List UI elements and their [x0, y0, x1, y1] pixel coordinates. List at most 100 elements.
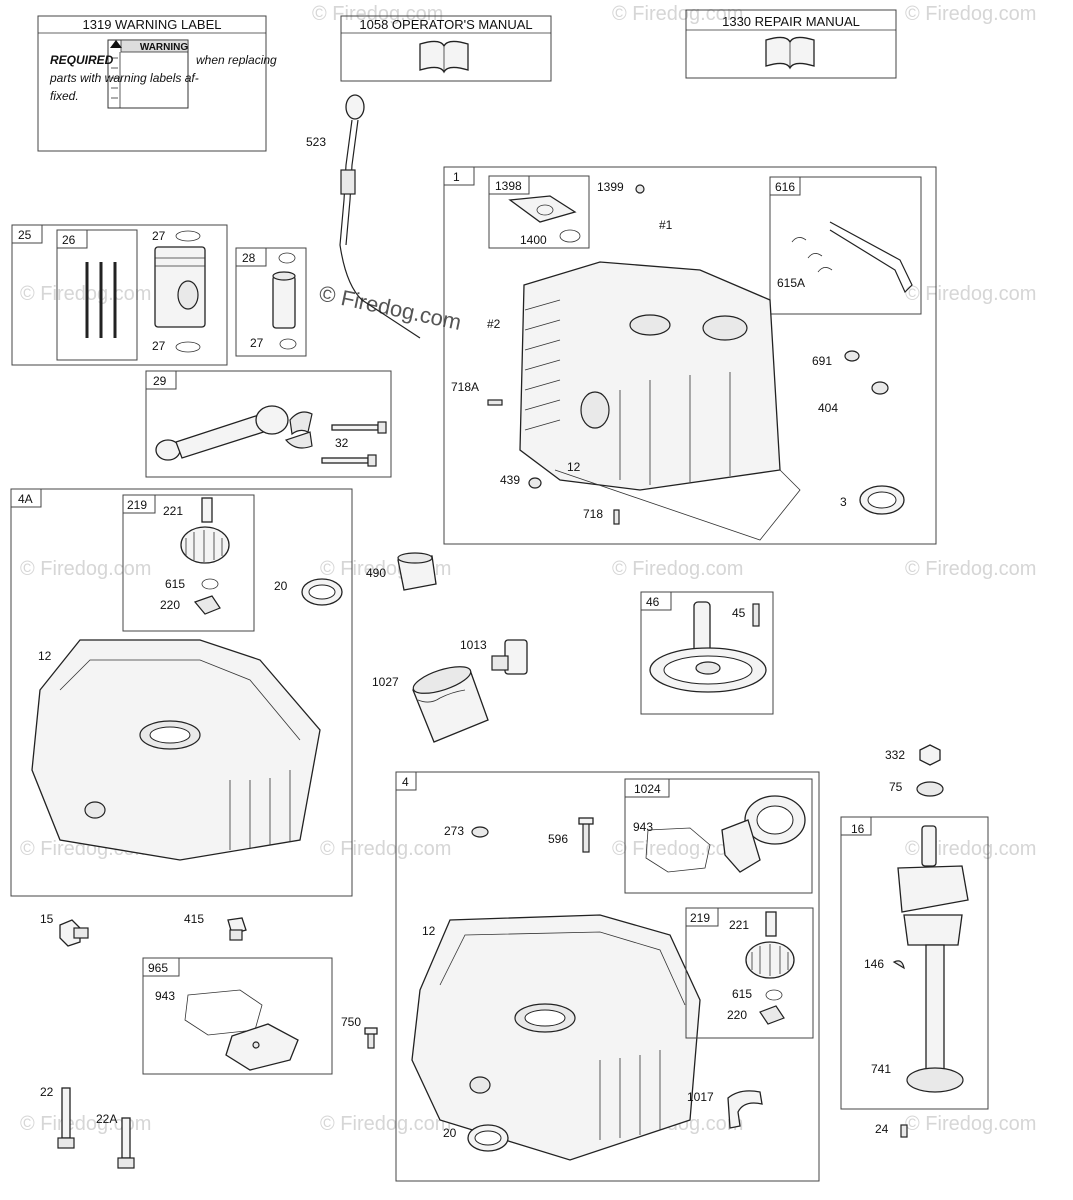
crankshaft — [897, 825, 969, 1093]
part-label-1399: 1399 — [597, 180, 624, 194]
part-label-27: 27 — [152, 229, 166, 243]
part-label-12: 12 — [38, 649, 52, 663]
loose-parts[interactable]: 15 415 965 943 750 22 22A — [40, 912, 378, 1169]
watermark: © Firedog.com — [320, 838, 451, 860]
book-icon — [765, 36, 815, 70]
watermark: © Firedog.com — [612, 838, 743, 860]
part-label-221: 221 — [729, 918, 749, 932]
part-label-220: 220 — [160, 598, 180, 612]
group-4[interactable]: 4 273 596 1024 943 12 21 — [395, 771, 820, 1182]
part-label-718: 718 — [583, 507, 603, 521]
watermark: © Firedog.com — [612, 558, 743, 580]
part-label-691: 691 — [812, 354, 832, 368]
warning-label-title: 1319 WARNING LABEL — [83, 17, 222, 32]
part-label-750: 750 — [341, 1015, 361, 1029]
part-label-615A: 615A — [777, 276, 805, 290]
pin-part — [900, 1124, 908, 1138]
part-label-15: 15 — [40, 912, 54, 926]
part-label-220: 220 — [727, 1008, 747, 1022]
book-icon — [419, 40, 469, 74]
watermark: © Firedog.com — [20, 1113, 151, 1135]
warning-text-line2: parts with warning labels af- — [49, 71, 199, 85]
watermark: © Firedog.com — [905, 1113, 1036, 1135]
part-label-32: 32 — [335, 436, 349, 450]
bolts — [321, 421, 387, 467]
group-tab-28: 28 — [242, 251, 256, 265]
part-label-22: 22 — [40, 1085, 54, 1099]
part-label-3: 3 — [840, 495, 847, 509]
group-25[interactable]: 25 26 27 27 — [11, 224, 228, 366]
part-label-273: 273 — [444, 824, 464, 838]
watermark: © Firedog.com — [905, 3, 1036, 25]
repair-manual-box[interactable]: 1330 REPAIR MANUAL — [685, 9, 897, 79]
group-16[interactable]: 16 146 741 — [840, 816, 989, 1110]
oil-filter — [412, 666, 489, 743]
group-tab-965: 965 — [148, 961, 168, 975]
part-label-615: 615 — [165, 577, 185, 591]
group-28[interactable]: 28 27 — [235, 247, 307, 357]
part-label-332: 332 — [885, 748, 905, 762]
piston-rings — [85, 262, 117, 338]
part-label-1013: 1013 — [460, 638, 487, 652]
part-label-615: 615 — [732, 987, 752, 1001]
group-tab-4: 4 — [402, 775, 409, 789]
sump-cover — [411, 914, 701, 1161]
part-label-1027: 1027 — [372, 675, 399, 689]
watermark: © Firedog.com — [905, 283, 1036, 305]
crankcase-block — [519, 261, 801, 541]
part-label-20: 20 — [274, 579, 288, 593]
watermark: © Firedog.com — [312, 3, 443, 25]
part-label-596: 596 — [548, 832, 568, 846]
part-label-75: 75 — [889, 780, 903, 794]
part-label-1400: 1400 — [520, 233, 547, 247]
part-label-45: 45 — [732, 606, 746, 620]
part-label-943: 943 — [155, 989, 175, 1003]
group-tab-16: 16 — [851, 822, 865, 836]
part-label-20: 20 — [443, 1126, 457, 1140]
group-tab-29: 29 — [153, 374, 167, 388]
group-tab-219: 219 — [690, 911, 710, 925]
part-label-943: 943 — [633, 820, 653, 834]
crankshaft-fasteners[interactable]: 332 75 — [885, 744, 944, 797]
part-label-27: 27 — [152, 339, 166, 353]
watermark: © Firedog.com — [20, 558, 151, 580]
warning-required: REQUIRED — [50, 53, 114, 67]
dipstick-part[interactable]: 523 — [306, 94, 421, 339]
watermark: © Firedog.com — [905, 838, 1036, 860]
watermark: © Firedog.com — [905, 558, 1036, 580]
part-label-718A: 718A — [451, 380, 479, 394]
oil-filter-parts[interactable]: 490 1013 1027 — [366, 552, 528, 743]
part-label-2: #2 — [487, 317, 501, 331]
part-label-27: 27 — [250, 336, 264, 350]
operators-manual-title: 1058 OPERATOR'S MANUAL — [359, 17, 532, 32]
group-tab-616: 616 — [775, 180, 795, 194]
part-label-12: 12 — [567, 460, 581, 474]
part-label-404: 404 — [818, 401, 838, 415]
part-label-221: 221 — [163, 504, 183, 518]
group-29[interactable]: 29 32 — [145, 370, 392, 478]
operators-manual-box[interactable]: 1058 OPERATOR'S MANUAL — [340, 15, 552, 82]
part-label-523: 523 — [306, 135, 326, 149]
group-4A[interactable]: 4A 219 221 615 220 20 12 — [10, 488, 353, 897]
watermark: © Firedog.com — [320, 1113, 451, 1135]
part-label-22A: 22A — [96, 1112, 117, 1126]
part-label-12: 12 — [422, 924, 436, 938]
warning-label-box[interactable]: 1319 WARNING LABEL WARNING REQUIRED when… — [37, 15, 277, 152]
warning-text-line3: fixed. — [50, 89, 79, 103]
warning-text-line1: when replacing — [196, 53, 277, 67]
group-tab-26: 26 — [62, 233, 76, 247]
group-tab-46: 46 — [646, 595, 660, 609]
group-tab-1024: 1024 — [634, 782, 661, 796]
part-label-1: #1 — [659, 218, 673, 232]
part-label-1017: 1017 — [687, 1090, 714, 1104]
connecting-rod — [155, 405, 313, 461]
part-label-415: 415 — [184, 912, 204, 926]
group-1[interactable]: 1 1398 1400 1399 616 615A #1 #2 — [443, 166, 937, 545]
group-46[interactable]: 46 45 — [640, 591, 774, 715]
group-tab-1: 1 — [453, 170, 460, 184]
warning-sticker-title: WARNING — [140, 42, 189, 53]
piston — [154, 246, 206, 328]
part-label-741: 741 — [871, 1062, 891, 1076]
oil-pump — [721, 795, 806, 873]
